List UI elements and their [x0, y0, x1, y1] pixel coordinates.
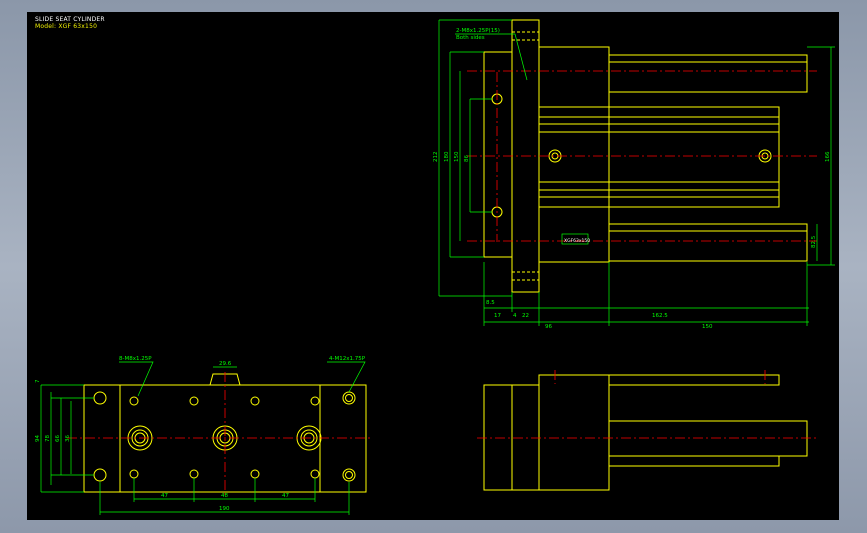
dim-text: 17: [494, 313, 501, 319]
dim-text: 212: [433, 152, 439, 163]
cad-viewport[interactable]: SLIDE SEAT CYLINDER Model: XGF 63x150: [27, 12, 839, 520]
hole-circle: [93, 391, 107, 405]
hole-circle: [189, 396, 199, 406]
callout-thread: 8-M8x1.25P: [119, 356, 152, 362]
callout-leader: [455, 33, 528, 81]
title-block: SLIDE SEAT CYLINDER Model: XGF 63x150: [35, 16, 105, 30]
dim-text: 36: [65, 435, 71, 442]
front-view-dimensions: [40, 361, 366, 515]
side-view: [483, 374, 808, 491]
nameplate-box: [561, 233, 589, 245]
hole-circle: [345, 394, 353, 402]
dim-text: 78: [45, 435, 51, 442]
hole-circle: [250, 396, 260, 406]
top-view: [483, 19, 808, 293]
dim-text: 190: [219, 506, 230, 512]
callout-thread: 4-M12x1.75P: [329, 356, 366, 362]
cad-drawing: 2-M8x1.25P(15) Both sides 212 180 150 86…: [35, 19, 835, 515]
title-text: SLIDE SEAT CYLINDER: [35, 16, 105, 23]
top-view-dimensions: [438, 19, 835, 326]
body-outline: [119, 384, 321, 493]
dim-text: 8.5: [486, 300, 495, 306]
hole-circle: [310, 469, 320, 479]
slide-plate: [483, 51, 513, 258]
hole-circle: [310, 396, 320, 406]
top-rail: [608, 374, 780, 386]
dim-text: 47: [161, 493, 168, 499]
callout-thread: 2-M8x1.25P(15): [456, 28, 500, 34]
dim-text: 7: [35, 379, 41, 383]
dim-text: 166: [825, 151, 831, 162]
dim-text: 96: [545, 324, 552, 330]
hole-circle: [129, 469, 139, 479]
front-view-dim-labels: 8-M8x1.25P 4-M12x1.75P 29.6 7 94 78 66 3…: [35, 356, 366, 512]
hole-circle: [345, 471, 353, 479]
dim-text: 22: [522, 313, 529, 319]
dim-text: 180: [444, 151, 450, 162]
flange-plate: [511, 384, 540, 491]
hole-circle: [342, 468, 356, 482]
dim-text: 150: [454, 151, 460, 162]
hole-circle: [129, 396, 139, 406]
center-body: [538, 106, 780, 208]
callout-sides: Both sides: [456, 35, 485, 41]
bottom-rail: [608, 455, 780, 467]
slide-plate: [483, 384, 513, 491]
dim-text: 82.5: [811, 235, 817, 248]
dim-text: 48: [221, 493, 228, 499]
model-text: Model: XGF 63x150: [35, 23, 98, 30]
nameplate-text: XGF63x150: [564, 238, 590, 244]
top-view-centerlines: [467, 70, 817, 242]
dim-text: 29.6: [219, 361, 232, 367]
dim-text: 162.5: [652, 313, 668, 319]
callout-leader: [327, 361, 366, 393]
hole-circle: [250, 469, 260, 479]
dim-text: 94: [35, 435, 41, 442]
callout-leader: [119, 361, 154, 397]
lower-guide-rod: [608, 223, 808, 262]
dim-text: 47: [282, 493, 289, 499]
cylinder-body: [538, 374, 610, 491]
top-view-dim-labels: 2-M8x1.25P(15) Both sides 212 180 150 86…: [433, 28, 831, 330]
side-view-centerlines: [477, 370, 817, 439]
dim-text: 86: [464, 155, 470, 162]
dim-text: 4: [513, 313, 517, 319]
hole-circle: [189, 469, 199, 479]
piston-rod: [608, 420, 808, 457]
hole-circle: [342, 391, 356, 405]
front-view-centerlines: [67, 372, 372, 498]
upper-guide-rod: [608, 54, 808, 93]
dim-text: 150: [702, 324, 713, 330]
hole-circle: [93, 468, 107, 482]
dim-text: 66: [55, 435, 61, 442]
